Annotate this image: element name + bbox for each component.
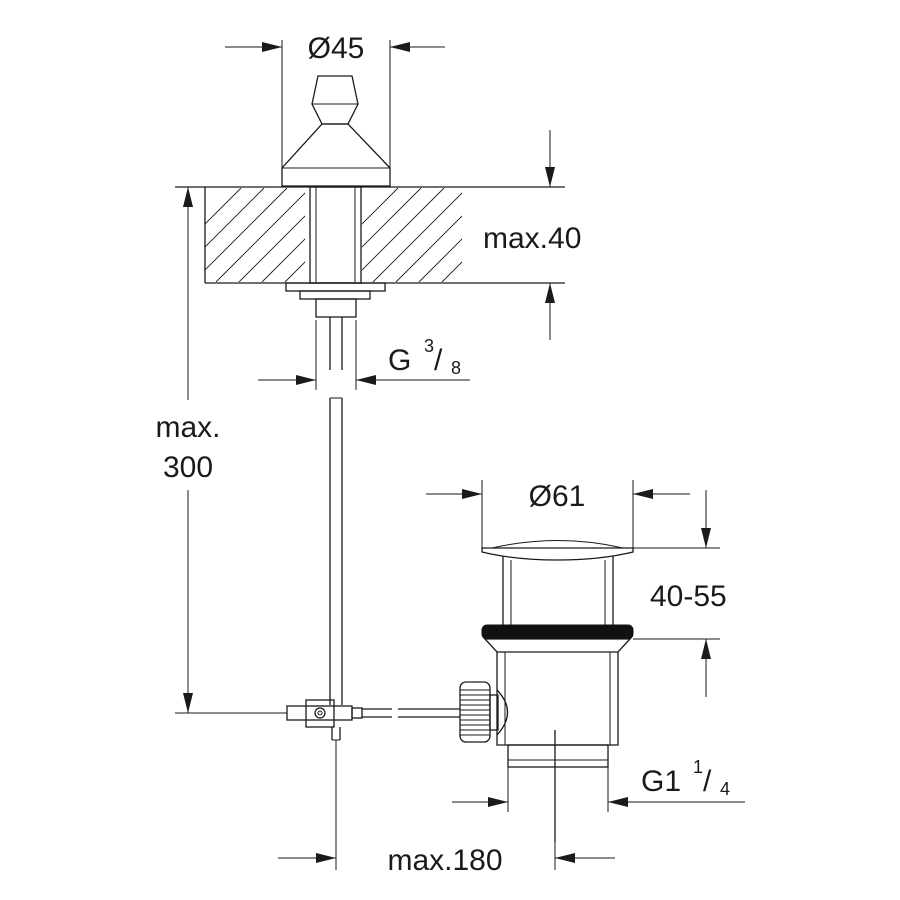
knurled-nut-grip <box>460 689 490 736</box>
dimension-top-diameter: Ø45 <box>225 32 445 168</box>
connection-thread-slash: / <box>434 344 443 377</box>
waste-diameter-label: Ø61 <box>529 480 586 513</box>
outlet-thread-base: G1 <box>641 765 681 798</box>
dimension-connection-thread: G 3 / 8 <box>258 320 470 390</box>
rod-length-label-line2: 300 <box>163 451 213 484</box>
lift-rod <box>286 397 460 741</box>
dimension-waste-diameter: Ø61 <box>426 480 690 548</box>
dimension-waste-height: 40-55 <box>633 490 727 697</box>
connection-thread-base: G <box>388 344 411 377</box>
deck-thickness-label: max.40 <box>483 222 581 255</box>
rod-length-label-line1: max. <box>155 411 220 444</box>
outlet-thread-numerator: 1 <box>693 757 703 777</box>
connection-thread-denominator: 8 <box>451 358 461 378</box>
deck-hatch-left <box>205 188 305 282</box>
outlet-thread-denominator: 4 <box>720 779 730 799</box>
popup-shank <box>285 186 386 370</box>
dimension-rod-length: max. 300 <box>155 186 287 714</box>
dimension-outlet-thread: G1 1 / 4 <box>452 757 745 812</box>
popup-knob <box>281 75 391 187</box>
deck-hatch-right <box>362 188 462 282</box>
dimension-deck-thickness: max.40 <box>483 130 581 340</box>
waste-valve <box>459 540 634 842</box>
top-diameter-label: Ø45 <box>308 32 365 65</box>
connection-thread-numerator: 3 <box>424 336 434 356</box>
dimension-horizontal-reach: max.180 <box>278 740 615 877</box>
horizontal-reach-label: max.180 <box>387 844 502 877</box>
outlet-thread-slash: / <box>703 765 712 798</box>
waste-height-label: 40-55 <box>650 580 727 613</box>
